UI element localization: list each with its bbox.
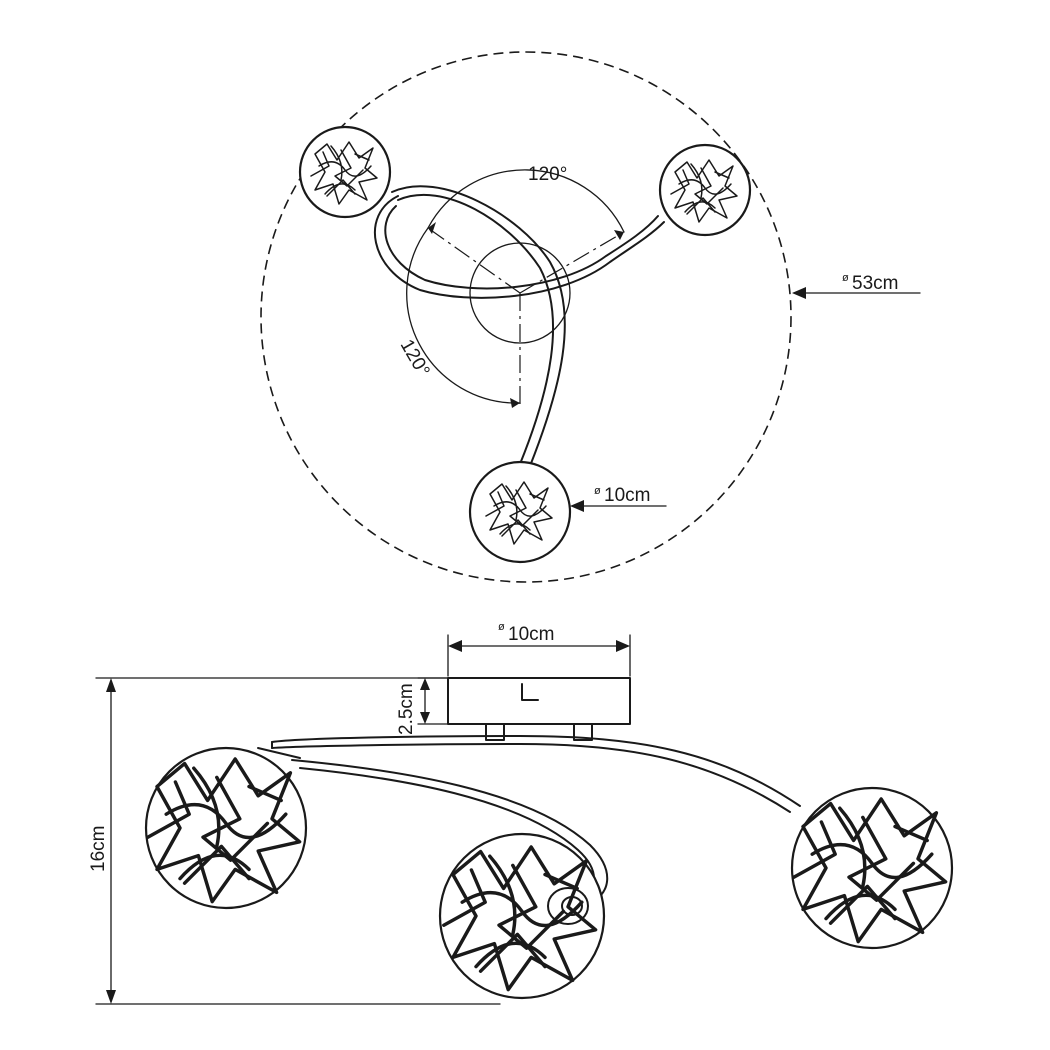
shade-diameter-symbol: ø — [594, 485, 601, 497]
base-diameter-label: 10cm — [508, 624, 554, 645]
arm-left-bottom-inner — [397, 194, 555, 465]
side-view: ø 10cm 2.5cm 16cm — [88, 621, 954, 1005]
angle-arc-top — [427, 169, 625, 233]
base-diameter-symbol: ø — [498, 621, 505, 633]
arm-left-right-inner — [384, 205, 659, 290]
arm-side-right — [271, 735, 801, 807]
angle-label-top: 120° — [528, 164, 567, 185]
stud-right — [573, 723, 593, 741]
arm-side-joint — [257, 741, 301, 759]
centerline-left — [427, 227, 521, 294]
shade-top-bottom — [468, 460, 572, 564]
shade-top-left — [298, 125, 392, 219]
stud-left — [485, 723, 505, 741]
angle-arc-left — [406, 227, 521, 404]
centerline-right — [519, 231, 625, 294]
arm-side-front — [291, 759, 609, 906]
arm-left-bottom — [391, 185, 566, 467]
arm-side-right-inner — [271, 743, 791, 813]
top-view: ø 53cm ø 10cm 120° 120° — [260, 51, 921, 583]
outer-diameter-label: 53cm — [852, 273, 898, 294]
outer-diameter-circle — [260, 51, 792, 583]
mount-hook — [521, 683, 539, 701]
ceiling-base — [447, 677, 631, 725]
shade-side-left — [144, 746, 308, 910]
total-height-label: 16cm — [88, 826, 109, 872]
base-height-label: 2.5cm — [396, 683, 417, 735]
shade-top-right — [658, 143, 752, 237]
shade-side-right — [790, 786, 954, 950]
angle-label-left: 120° — [396, 336, 434, 381]
shade-diameter-label: 10cm — [604, 485, 650, 506]
outer-diameter-symbol: ø — [842, 272, 849, 284]
shade-side-front — [438, 832, 606, 1000]
arm-left-right — [374, 195, 665, 299]
